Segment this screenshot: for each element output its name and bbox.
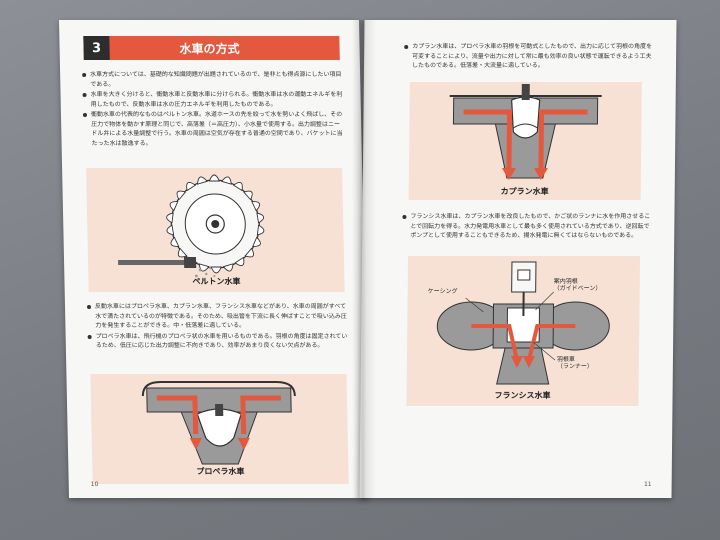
page-number: 11 <box>643 481 652 488</box>
label-casing: ケーシング <box>427 288 458 295</box>
figure-caption: カプラン水車 <box>500 187 549 196</box>
figure-caption: プロペラ水車 <box>196 467 245 476</box>
page-number: 10 <box>90 481 99 488</box>
label-guide-vane: 案内羽根 （ガイドベーン） <box>553 278 602 292</box>
bullet-paragraph: カプラン水車は、プロペラ水車の羽根を可動式としたもので、出力に応じて羽根の角度を… <box>404 42 654 71</box>
section-heading: 3 水車の方式 <box>83 36 340 60</box>
figure-caption: ペルトン水車 <box>192 277 241 286</box>
francis-figure: ケーシング 案内羽根 （ガイドベーン） 羽根車 （ランナー） フランシス水車 <box>406 256 641 406</box>
kaplan-turbine-diagram <box>449 84 602 180</box>
section-number: 3 <box>83 36 110 60</box>
kaplan-figure: カプラン水車 <box>408 82 642 200</box>
kaplan-text: カプラン水車は、プロペラ水車の羽根を可動式としたもので、出力に応じて羽根の角度を… <box>404 42 654 72</box>
label-runner: 羽根車 （ランナー） <box>556 356 593 370</box>
left-page: 3 水車の方式 水車方式については、基礎的な知識問題が出題されているので、是非と… <box>58 20 370 498</box>
francis-text: フランシス水車は、カプラン水車を改良したもので、かご状のランナに水を作用させるこ… <box>402 212 652 242</box>
intro-text: 水車方式については、基礎的な知識問題が出題されているので、是非とも得点源にしたい… <box>82 70 346 149</box>
bullet-paragraph: プロペラ水車は、飛行機のプロペラ状の水車を用いるものである。羽根の角度は固定され… <box>88 332 350 351</box>
bullet-paragraph: 反動水車にはプロペラ水車、カプラン水車、フランシス水車などがあり、水車の周囲がす… <box>87 302 350 331</box>
propeller-turbine-diagram <box>141 381 296 465</box>
right-page: カプラン水車は、プロペラ水車の羽根を可動式としたもので、出力に応じて羽根の角度を… <box>359 20 677 498</box>
bullet-paragraph: フランシス水車は、カプラン水車を改良したもので、かご状のランナに水を作用させるこ… <box>402 212 652 241</box>
pelton-wheel-diagram <box>118 174 265 282</box>
bullet-paragraph: 水車を大きく分けると、衝動水車と反動水車に分けられる。衝動水車は水の運動エネルギ… <box>82 90 344 109</box>
pelton-figure: ペルトン水車 <box>86 168 345 292</box>
section-title: 水車の方式 <box>179 41 240 56</box>
bullet-paragraph: 水車方式については、基礎的な知識問題が出題されているので、是非とも得点源にしたい… <box>82 70 344 89</box>
francis-turbine-diagram <box>436 261 610 385</box>
figure-caption: フランシス水車 <box>494 391 551 400</box>
propeller-figure: プロペラ水車 <box>90 374 349 484</box>
reaction-text: 反動水車にはプロペラ水車、カプラン水車、フランシス水車などがあり、水車の周囲がす… <box>87 302 350 352</box>
bullet-paragraph: 衝動水車の代表的なものはペルトン水車。水道ホースの先を絞って水を勢いよく飛ばし、… <box>83 110 346 148</box>
